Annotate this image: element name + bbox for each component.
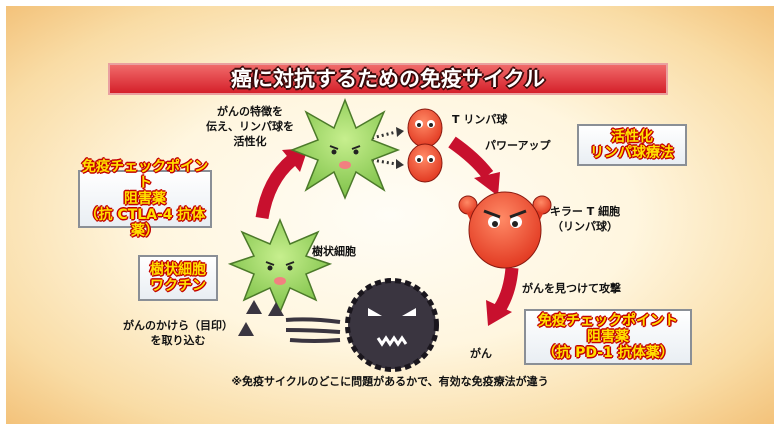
label-dendritic-activate: がんの特徴を 伝え、リンパ球を 活性化 bbox=[195, 104, 305, 149]
box-line: 樹状細胞 bbox=[150, 262, 206, 278]
label-line: がんのかけら（目印） bbox=[123, 319, 233, 332]
box-line: リンパ球療法 bbox=[590, 145, 674, 161]
arrow-up-left bbox=[255, 148, 308, 220]
label-line: 活性化 bbox=[233, 135, 267, 148]
label-line: がんの特徴を bbox=[217, 105, 283, 118]
label-killer-t: キラー T 細胞 （リンパ球） bbox=[545, 204, 625, 234]
box-line: （抗 CTLA-4 抗体薬） bbox=[84, 207, 206, 239]
label-line: を取り込む bbox=[150, 334, 206, 347]
label-line: （リンパ球） bbox=[552, 220, 618, 233]
cancer-fragments-icon bbox=[238, 300, 341, 343]
dendritic-cell-bottom bbox=[227, 218, 333, 314]
label-fragments: がんのかけら（目印） を取り込む bbox=[118, 318, 238, 348]
killer-t-cell bbox=[458, 191, 552, 269]
arrow-power-up bbox=[448, 136, 500, 196]
dendritic-cell-top bbox=[289, 97, 401, 200]
cancer-cell bbox=[345, 278, 439, 372]
label-line: キラー T 細胞 bbox=[549, 205, 621, 218]
page-title: 癌に対抗するための免疫サイクル bbox=[108, 63, 668, 95]
label-dendritic-cell: 樹状細胞 bbox=[312, 245, 356, 258]
box-pd1-inhibitor: 免疫チェックポイント 阻害薬 （抗 PD-1 抗体薬） bbox=[524, 309, 692, 365]
label-line: 伝え、リンパ球を bbox=[206, 120, 294, 133]
box-line: （抗 PD-1 抗体薬） bbox=[542, 345, 674, 361]
box-dc-vaccine: 樹状細胞 ワクチン bbox=[138, 255, 218, 301]
t-lymphocyte-lower bbox=[407, 143, 443, 183]
box-lymphocyte-therapy: 活性化 リンパ球療法 bbox=[577, 124, 687, 166]
t-lymphocyte-upper bbox=[407, 108, 443, 148]
box-line: 阻害薬 bbox=[587, 329, 629, 345]
label-find-attack: がんを見つけて攻撃 bbox=[522, 282, 621, 295]
box-ctla4-inhibitor: 免疫チェックポイント 阻害薬 （抗 CTLA-4 抗体薬） bbox=[78, 159, 212, 239]
dotted-arrow-lower bbox=[371, 158, 404, 169]
box-line: 活性化 bbox=[611, 129, 653, 145]
footnote: ※免疫サイクルのどこに問題があるかで、有効な免疫療法が違う bbox=[231, 375, 549, 388]
box-line: 免疫チェックポイント bbox=[538, 313, 678, 329]
dotted-arrow-upper bbox=[371, 127, 404, 140]
box-line: ワクチン bbox=[150, 278, 206, 294]
box-line: 阻害薬 bbox=[124, 191, 166, 207]
label-t-lymphocyte: T リンパ球 bbox=[452, 113, 508, 126]
box-line: 免疫チェックポイント bbox=[82, 159, 208, 191]
arrow-attack bbox=[486, 267, 519, 326]
label-cancer: がん bbox=[470, 347, 492, 360]
label-power-up: パワーアップ bbox=[485, 139, 551, 152]
